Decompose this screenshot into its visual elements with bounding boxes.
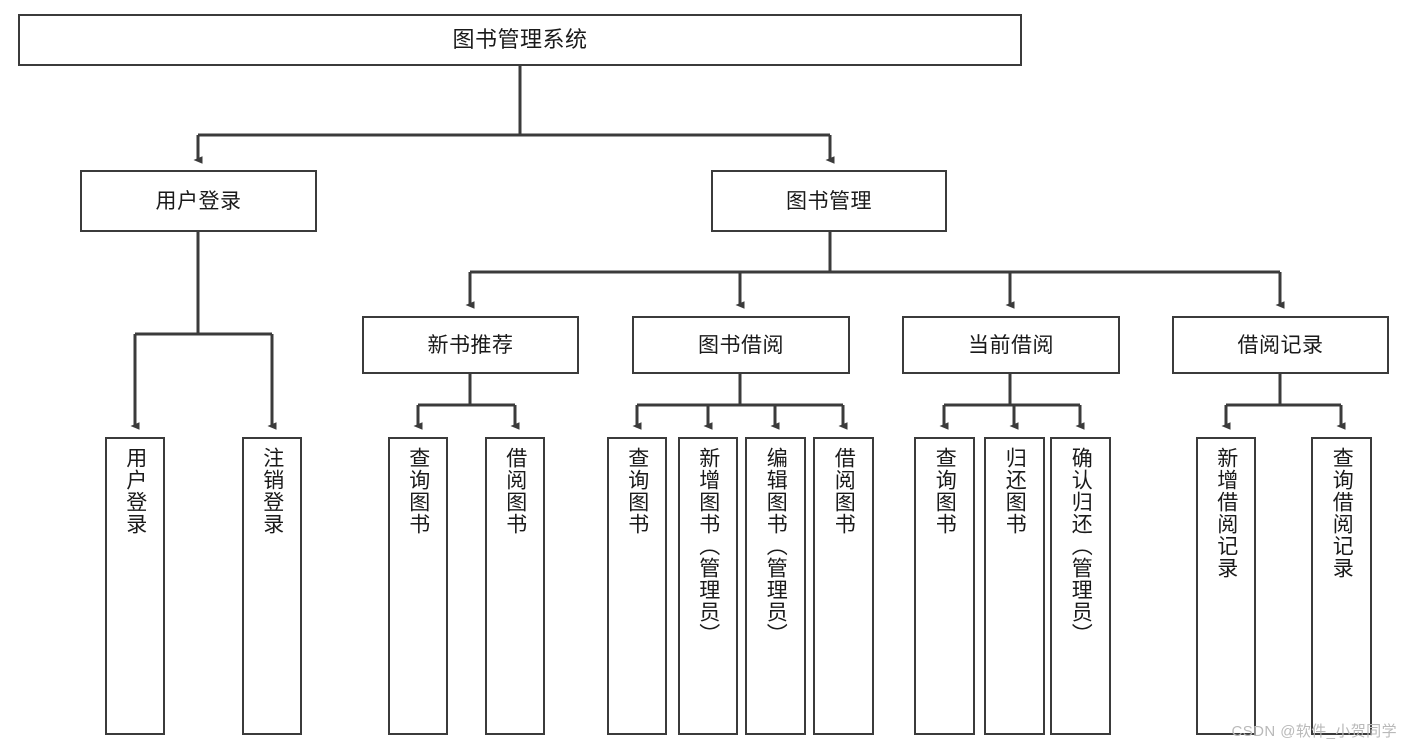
- node-borrow-record-label: 借阅记录: [1237, 333, 1324, 357]
- node-leaf-add-book-label: 新增图书（管理员）: [696, 447, 720, 645]
- node-leaf-borrow-book-1[interactable]: 借阅图书: [485, 437, 545, 735]
- node-root[interactable]: 图书管理系统: [18, 14, 1022, 66]
- node-root-label: 图书管理系统: [452, 27, 588, 52]
- node-leaf-user-login-label: 用户登录: [123, 447, 147, 535]
- node-new-book-recommend-label: 新书推荐: [427, 333, 514, 357]
- node-leaf-add-borrow-record-label: 新增借阅记录: [1214, 447, 1238, 579]
- node-leaf-edit-book[interactable]: 编辑图书（管理员）: [745, 437, 806, 735]
- node-borrow-record[interactable]: 借阅记录: [1172, 316, 1389, 374]
- node-leaf-query-book-2[interactable]: 查询图书: [607, 437, 667, 735]
- node-leaf-borrow-book-2[interactable]: 借阅图书: [813, 437, 874, 735]
- node-user-login[interactable]: 用户登录: [80, 170, 317, 232]
- node-leaf-query-book-2-label: 查询图书: [625, 447, 649, 535]
- node-leaf-logout-label: 注销登录: [260, 447, 284, 535]
- node-leaf-return-book-label: 归还图书: [1003, 447, 1027, 535]
- node-leaf-query-book-1-label: 查询图书: [406, 447, 430, 535]
- node-leaf-query-book-1[interactable]: 查询图书: [388, 437, 448, 735]
- node-leaf-borrow-book-2-label: 借阅图书: [832, 447, 856, 535]
- node-current-borrow[interactable]: 当前借阅: [902, 316, 1120, 374]
- node-leaf-confirm-return-label: 确认归还（管理员）: [1069, 447, 1093, 645]
- node-book-borrow[interactable]: 图书借阅: [632, 316, 850, 374]
- node-book-borrow-label: 图书借阅: [698, 333, 784, 357]
- node-book-manage-label: 图书管理: [786, 189, 872, 213]
- node-leaf-query-borrow-record[interactable]: 查询借阅记录: [1311, 437, 1372, 735]
- node-leaf-edit-book-label: 编辑图书（管理员）: [764, 447, 788, 645]
- node-leaf-logout[interactable]: 注销登录: [242, 437, 302, 735]
- node-current-borrow-label: 当前借阅: [968, 333, 1054, 357]
- watermark-text: CSDN @软件_小贺同学: [1231, 723, 1397, 740]
- node-book-manage[interactable]: 图书管理: [711, 170, 947, 232]
- node-leaf-add-borrow-record[interactable]: 新增借阅记录: [1196, 437, 1256, 735]
- node-leaf-query-borrow-record-label: 查询借阅记录: [1330, 447, 1354, 579]
- node-leaf-return-book[interactable]: 归还图书: [984, 437, 1045, 735]
- node-leaf-add-book[interactable]: 新增图书（管理员）: [678, 437, 738, 735]
- node-leaf-query-book-3[interactable]: 查询图书: [914, 437, 975, 735]
- node-user-login-label: 用户登录: [155, 189, 242, 213]
- node-leaf-borrow-book-1-label: 借阅图书: [503, 447, 527, 535]
- node-leaf-query-book-3-label: 查询图书: [933, 447, 957, 535]
- node-leaf-user-login[interactable]: 用户登录: [105, 437, 165, 735]
- node-leaf-confirm-return[interactable]: 确认归还（管理员）: [1050, 437, 1111, 735]
- node-new-book-recommend[interactable]: 新书推荐: [362, 316, 579, 374]
